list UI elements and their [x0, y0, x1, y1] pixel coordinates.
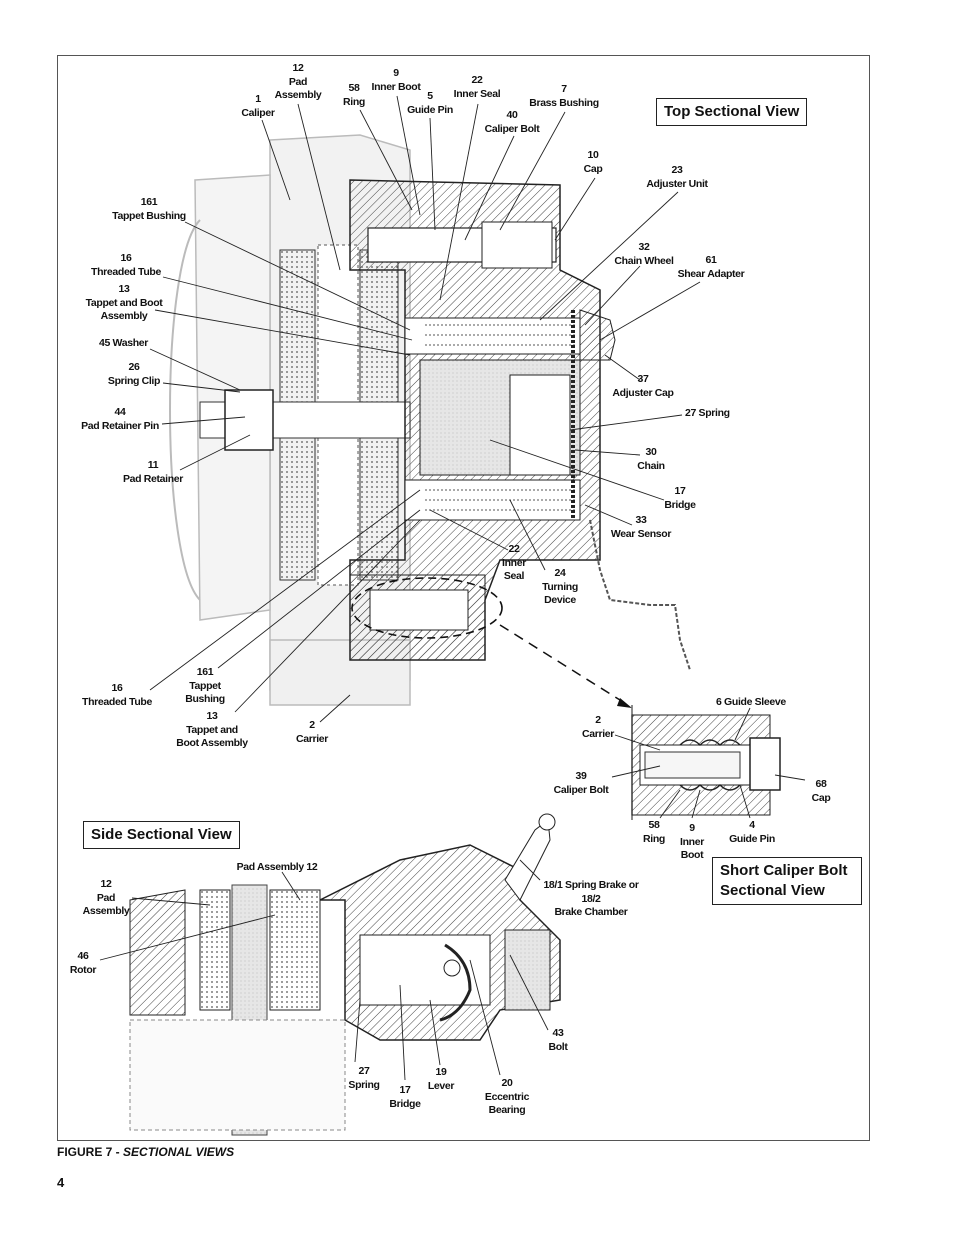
short-bolt-view-title: Short Caliper Bolt Sectional View: [712, 857, 862, 905]
top-sectional-view: [169, 134, 691, 708]
label-lever: 19 Lever: [427, 1066, 455, 1092]
label-caliper-bolt-top: 40 Caliper Bolt: [484, 109, 540, 135]
label-washer: 45 Washer: [99, 337, 148, 349]
figure-frame: [57, 55, 870, 1141]
label-chain-wheel: 32 Chain Wheel: [614, 241, 674, 267]
leader-lines: [99, 95, 806, 1081]
label-bridge-side: 17 Bridge: [389, 1084, 421, 1110]
label-spring-side: 27 Spring: [348, 1065, 380, 1091]
label-caliper-bolt-short: 39 Caliper Bolt: [553, 770, 609, 796]
label-inner-boot-top: 9 Inner Boot: [371, 67, 421, 93]
label-pad-retainer: 11 Pad Retainer: [123, 459, 183, 485]
side-view-title: Side Sectional View: [83, 821, 240, 849]
label-ring-top: 58 Ring: [343, 82, 365, 108]
label-pad-assembly-side: 12 Pad Assembly: [82, 878, 130, 917]
label-spring-brake: 18/1 Spring Brake or 18/2 Brake Chamber: [543, 879, 639, 918]
label-spring-clip: 26 Spring Clip: [107, 361, 161, 387]
top-view-title: Top Sectional View: [656, 98, 808, 126]
label-turning-device: 24 Turning Device: [542, 567, 578, 606]
label-shear-adapter: 61 Shear Adapter: [677, 254, 745, 280]
label-threaded-tube-2: 16 Threaded Tube: [82, 682, 152, 708]
page-number: 4: [57, 1175, 65, 1190]
label-tappet-boot-2: 13 Tappet and Boot Assembly: [176, 710, 248, 749]
side-sectional-view: [129, 813, 561, 1136]
label-tappet-boot-1: 13 Tappet and Boot Assembly: [85, 283, 163, 322]
label-inner-seal-lower: 22 Inner Seal: [502, 543, 526, 582]
label-caliper: 1 Caliper: [241, 93, 275, 119]
label-cap-short: 68 Cap: [811, 778, 831, 804]
caption-title: SECTIONAL VIEWS: [123, 1145, 235, 1159]
label-inner-boot-short: 9 Inner Boot: [680, 822, 704, 861]
label-pad-assembly-side-top: Pad Assembly 12: [236, 861, 318, 873]
label-threaded-tube-1: 16 Threaded Tube: [91, 252, 161, 278]
figure-caption: FIGURE 7 - SECTIONAL VIEWS: [57, 1145, 234, 1159]
label-rotor: 46 Rotor: [69, 950, 97, 976]
caption-prefix: FIGURE 7 -: [57, 1145, 124, 1159]
label-wear-sensor: 33 Wear Sensor: [610, 514, 672, 540]
label-chain: 30 Chain: [637, 446, 665, 472]
label-pad-assembly-top: 12 Pad Assembly: [274, 62, 322, 101]
label-bolt: 43 Bolt: [548, 1027, 568, 1053]
label-guide-pin-short: 4 Guide Pin: [729, 819, 775, 845]
label-adjuster-cap: 37 Adjuster Cap: [612, 373, 674, 399]
label-tappet-bushing-2: 161 Tappet Bushing: [185, 666, 225, 705]
label-tappet-bushing-1: 161 Tappet Bushing: [112, 196, 186, 222]
label-adjuster-unit: 23 Adjuster Unit: [646, 164, 708, 190]
label-ring-short: 58 Ring: [643, 819, 665, 845]
label-bridge-top: 17 Bridge: [664, 485, 696, 511]
label-brass-bushing: 7 Brass Bushing: [529, 83, 599, 109]
label-carrier-short: 2 Carrier: [582, 714, 614, 740]
label-pad-retainer-pin: 44 Pad Retainer Pin: [81, 406, 159, 432]
label-cap-top: 10 Cap: [583, 149, 603, 175]
label-guide-pin-top: 5 Guide Pin: [407, 90, 453, 116]
label-guide-sleeve: 6 Guide Sleeve: [716, 696, 786, 708]
label-carrier-top: 2 Carrier: [296, 719, 328, 745]
short-bolt-view: [631, 705, 781, 820]
label-spring-top: 27 Spring: [685, 407, 730, 419]
label-inner-seal-top: 22 Inner Seal: [453, 74, 501, 100]
label-eccentric-bearing: 20 Eccentric Bearing: [484, 1077, 530, 1116]
